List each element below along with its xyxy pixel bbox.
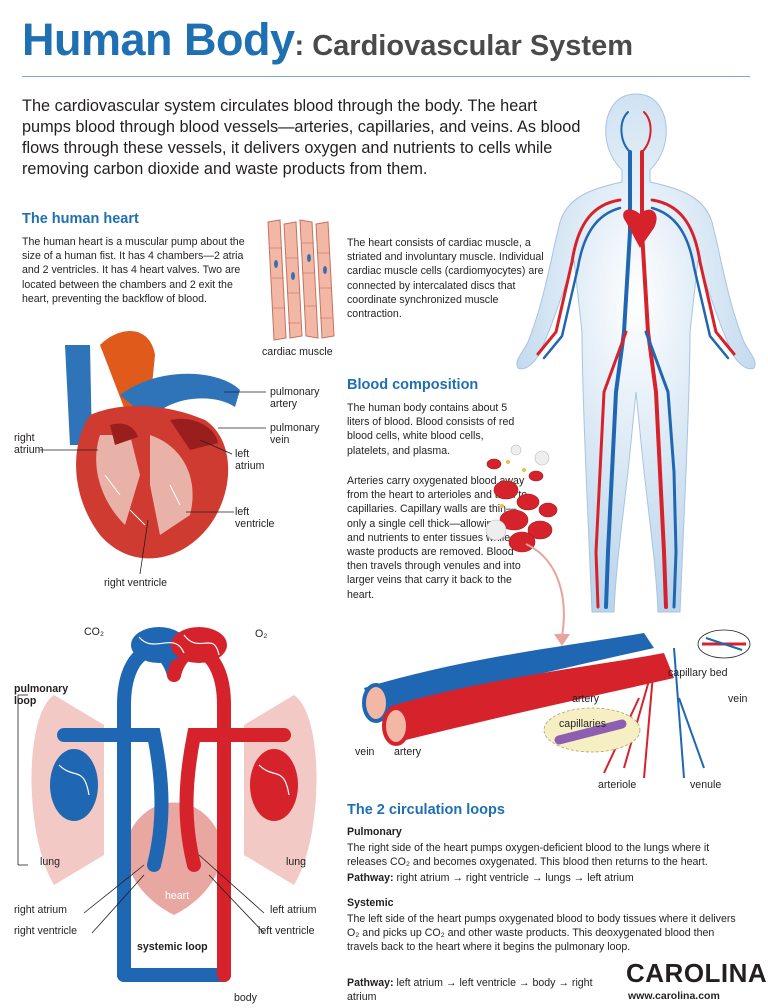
label-loop-right-ventricle: right ventricle xyxy=(14,925,77,937)
label-capillary-bed: capillary bed xyxy=(668,667,728,679)
circulation-heading: The 2 circulation loops xyxy=(347,802,505,818)
blood-text-1: The human body contains about 5 liters o… xyxy=(347,402,515,457)
blood-flow-arrow xyxy=(525,543,570,646)
circulation-loops-diagram xyxy=(17,627,317,982)
carolina-url: www.carolina.com xyxy=(628,990,720,1002)
label-left-atrium: left atrium xyxy=(235,448,265,472)
label-loop-left-atrium: left atrium xyxy=(270,904,317,916)
systemic-title: Systemic xyxy=(347,897,394,909)
label-artery-cross: artery xyxy=(394,746,422,758)
label-body: body xyxy=(234,992,257,1004)
heart-leader-lines xyxy=(40,391,266,575)
pulmonary-pathway: Pathway: right atrium → right ventricle … xyxy=(347,872,634,884)
blood-heading: Blood composition xyxy=(347,377,479,393)
label-venule: venule xyxy=(690,779,722,791)
label-heart: heart xyxy=(165,890,190,902)
title-main: Human Body xyxy=(22,14,295,65)
label-pulmonary-artery: pulmonary artery xyxy=(270,386,320,410)
muscle-text: The heart consists of cardiac muscle, a … xyxy=(347,237,544,321)
label-pulmonary-vein: pulmonary vein xyxy=(270,422,320,446)
title-sub: : Cardiovascular System xyxy=(294,30,633,62)
systemic-text: The left side of the heart pumps oxygena… xyxy=(347,913,736,954)
label-vein: vein xyxy=(728,693,748,705)
cardiac-muscle-illustration xyxy=(267,219,335,341)
systemic-pathway: Pathway: left atrium → left ventricle → … xyxy=(347,977,593,1004)
label-arteriole: arteriole xyxy=(598,779,637,791)
human-body-illustration xyxy=(516,93,756,613)
pulmonary-title: Pulmonary xyxy=(347,826,402,838)
label-lung-right: lung xyxy=(286,856,307,868)
pulmonary-text: The right side of the heart pumps oxygen… xyxy=(347,842,710,869)
label-right-ventricle: right ventricle xyxy=(104,577,167,589)
label-systemic-loop: systemic loop xyxy=(137,941,208,953)
label-co2: CO₂ xyxy=(84,626,105,638)
label-right-atrium: right atrium xyxy=(14,432,44,456)
heart-text: The human heart is a muscular pump about… xyxy=(22,236,245,305)
label-loop-right-atrium: right atrium xyxy=(14,904,67,916)
vessels-illustration xyxy=(362,629,751,779)
label-left-ventricle: left ventricle xyxy=(235,506,275,530)
title-divider xyxy=(22,76,750,77)
heart-illustration xyxy=(65,331,240,559)
label-o2: O₂ xyxy=(255,628,268,640)
label-artery: artery xyxy=(572,693,600,705)
label-loop-left-ventricle: left ventricle xyxy=(258,925,315,937)
label-vein-cross: vein xyxy=(355,746,375,758)
intro-paragraph: The cardiovascular system circulates blo… xyxy=(22,97,581,178)
label-pulmonary-loop: pulmonary loop xyxy=(14,683,69,707)
carolina-logo: CAROLINA xyxy=(626,958,768,988)
cardiac-muscle-label: cardiac muscle xyxy=(262,346,333,358)
heart-heading: The human heart xyxy=(22,211,139,227)
label-capillaries: capillaries xyxy=(559,718,607,730)
blood-text-2: Arteries carry oxygenated blood away fro… xyxy=(347,475,528,601)
blood-cells-illustration xyxy=(485,444,558,553)
page-title: Human Body: Cardiovascular System xyxy=(22,14,633,66)
label-lung-left: lung xyxy=(40,856,61,868)
